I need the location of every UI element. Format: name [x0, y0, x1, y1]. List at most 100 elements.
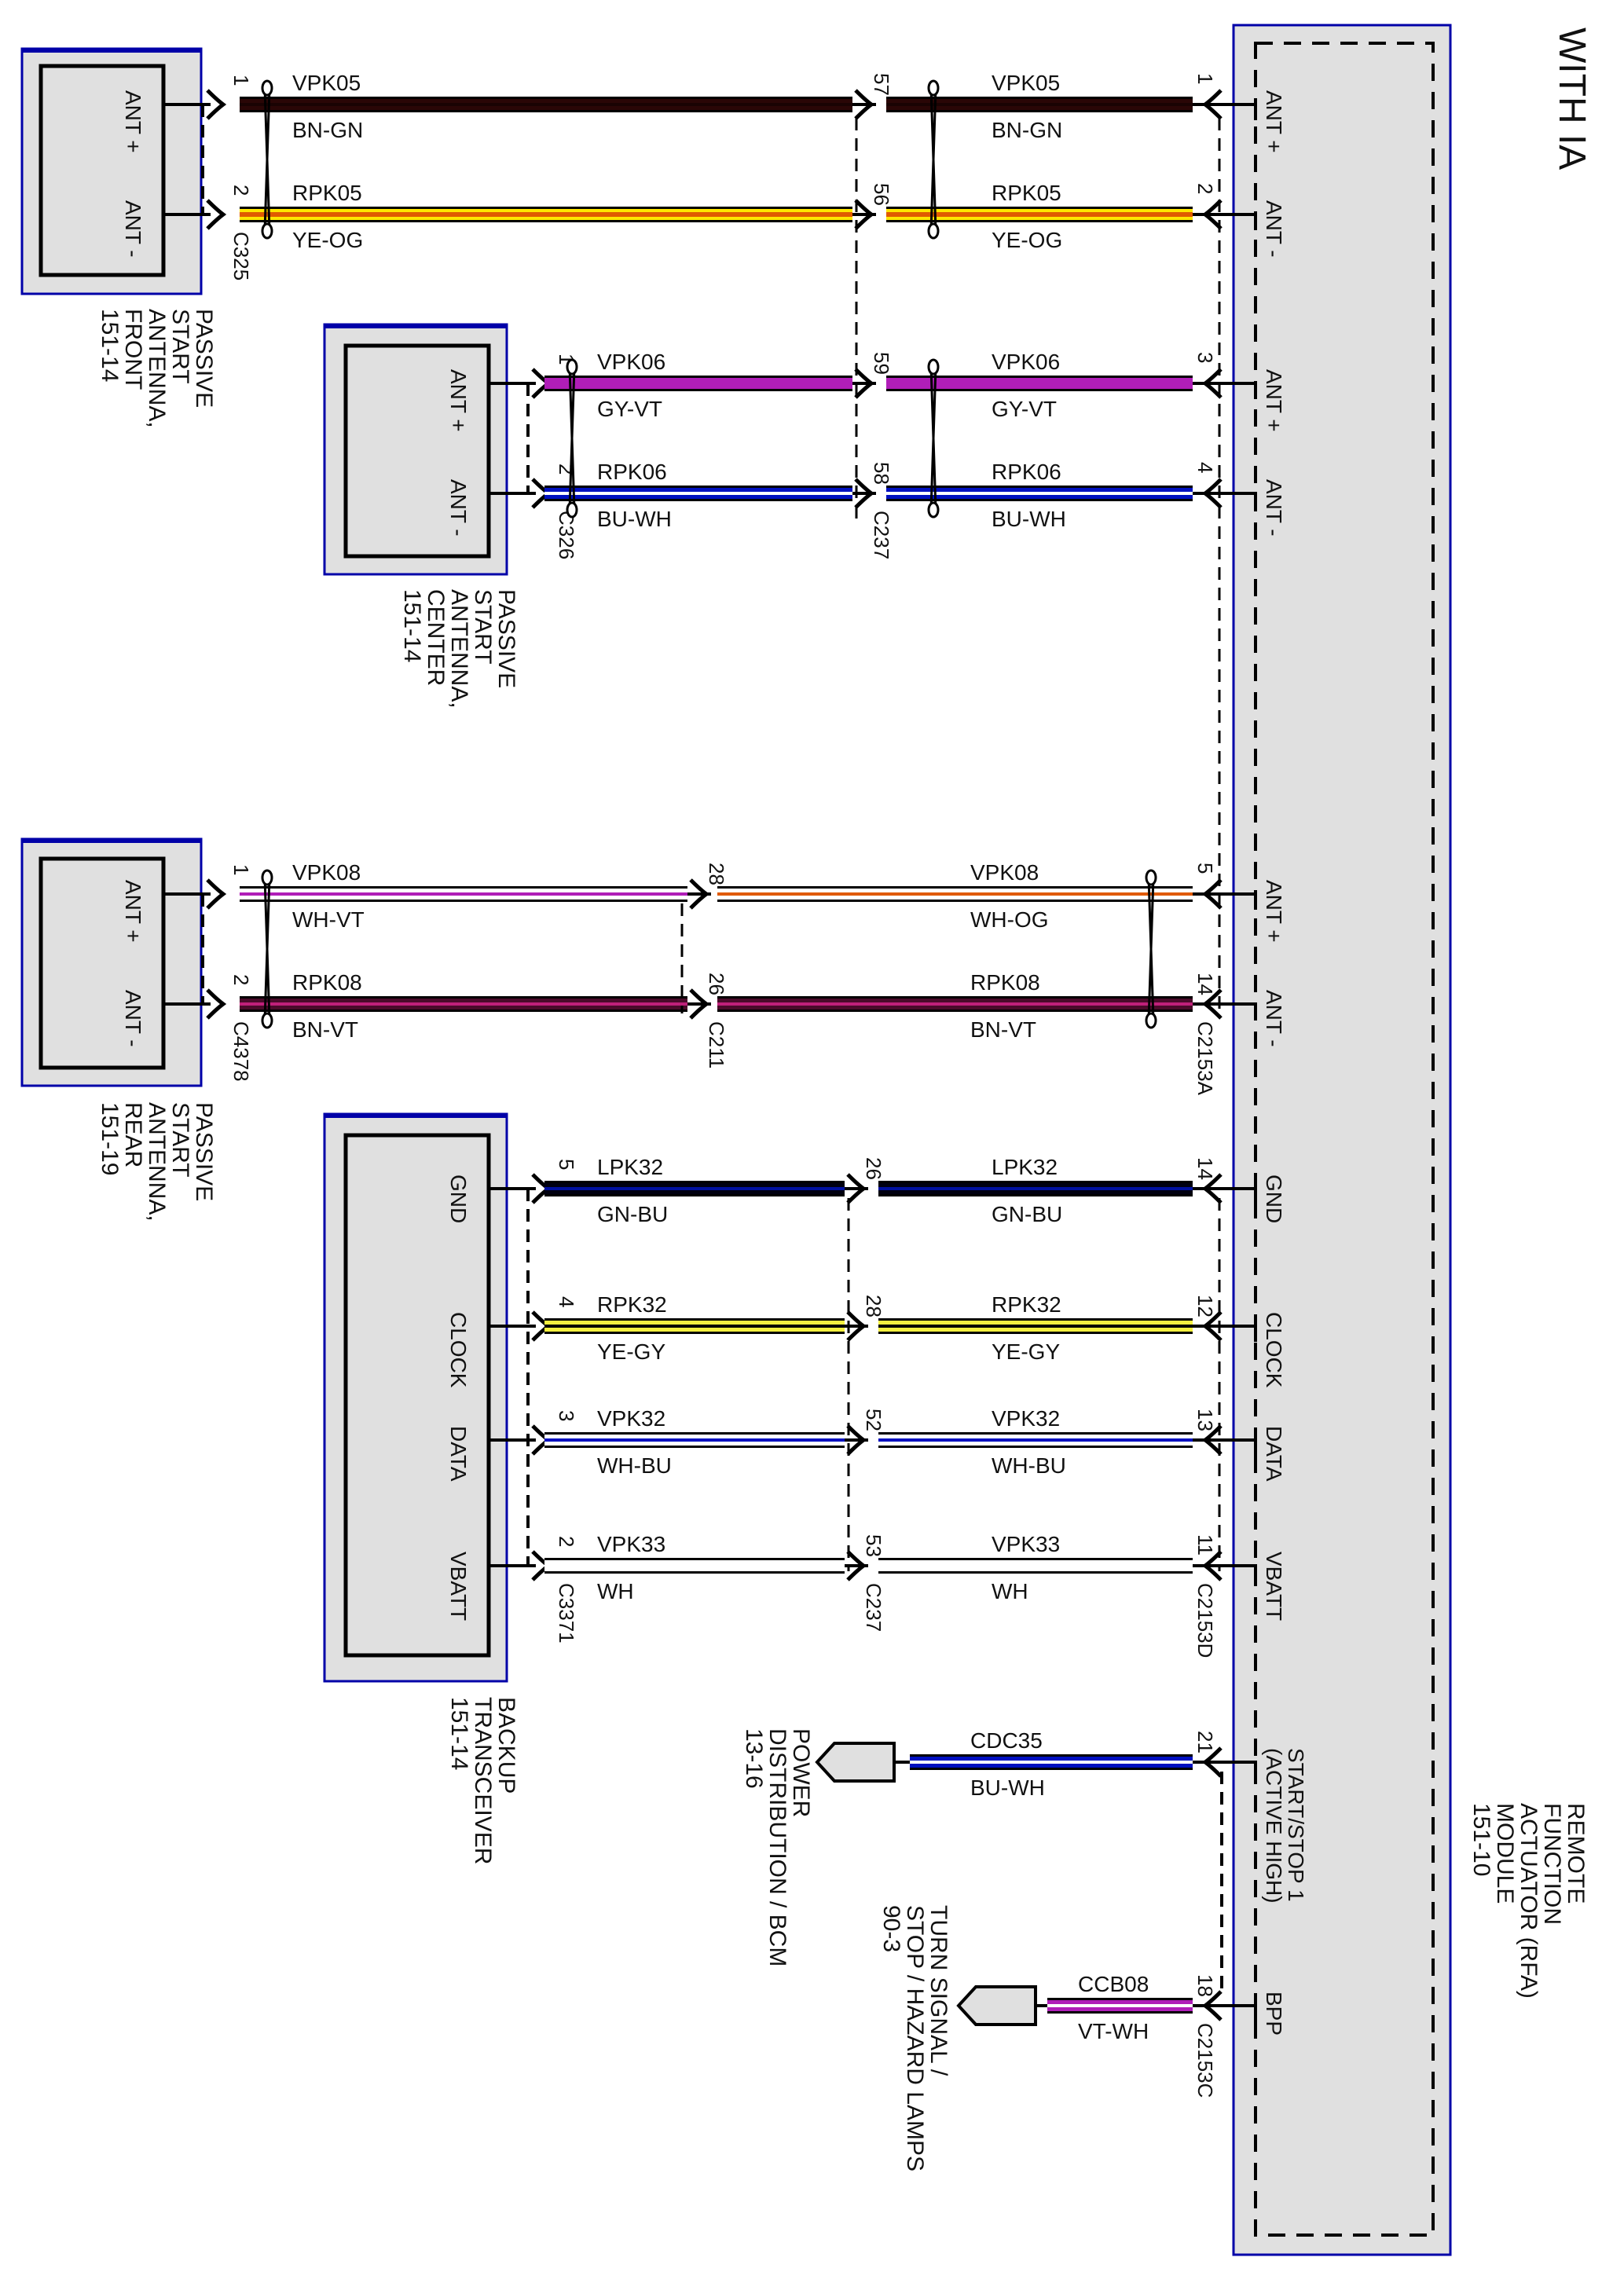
component-name-line: START [167, 309, 193, 384]
connector-arrow-icon [846, 1310, 867, 1342]
wire-color-code: BU-WH [597, 507, 672, 531]
pin-number: 2 [555, 1536, 578, 1547]
circuit-name: RPK08 [292, 970, 362, 995]
inline-pin-number: 28 [705, 863, 728, 885]
module-connector-name: C2153A [1193, 1021, 1217, 1096]
module-pin-number: 21 [1193, 1731, 1217, 1753]
connector-arrow-icon [1201, 1746, 1223, 1778]
circuit-name: CCB08 [1078, 1972, 1149, 1996]
circuit-name: RPK05 [292, 181, 362, 205]
wire-fill [544, 1560, 845, 1571]
wire-segment [878, 1181, 1193, 1196]
wire-segment [240, 97, 852, 112]
connector-arrow-icon [1201, 1990, 1223, 2021]
diagram-title: WITH IA [1551, 27, 1593, 170]
wire-stripe [544, 1187, 845, 1190]
inline-connector-name: C237 [862, 1583, 885, 1632]
page-reference-icon[interactable] [815, 1742, 896, 1783]
rfa-module-name-line: MODULE [1492, 1803, 1518, 1904]
reference-name-line: POWER [788, 1728, 814, 1817]
module-pin-number: 13 [1193, 1409, 1217, 1431]
connector-name: C4378 [229, 1021, 253, 1082]
connector-arrow-icon [1201, 1310, 1223, 1342]
twisted-pair-icon [927, 358, 940, 519]
component-backup[interactable]: BACKUPTRANSCEIVER151-14GND5CLOCK4DATA3VB… [323, 1112, 578, 1864]
wire-segment [886, 97, 1193, 112]
connector-arrow-icon [206, 89, 227, 120]
wire-segment [544, 376, 852, 391]
wire-segment [544, 1181, 845, 1196]
pin-number: 4 [555, 1296, 578, 1307]
component-top-border [22, 49, 201, 53]
wire-stripe [1047, 2004, 1193, 2007]
connector-arrow-icon [854, 368, 875, 399]
module-pin-label: DATA [1262, 1426, 1286, 1482]
wire-stripe [878, 1187, 1193, 1190]
page-reference-icon[interactable] [956, 1985, 1037, 2026]
connector-arrow-icon [689, 988, 710, 1020]
pin-number: 2 [555, 464, 578, 475]
component-pin-label: ANT + [121, 90, 145, 153]
component-pin-label: VBATT [446, 1552, 471, 1621]
component-top-border [324, 324, 507, 328]
twist-end [927, 222, 940, 240]
module-pin: ANT + [1254, 90, 1286, 153]
wire-segment [886, 376, 1193, 391]
module-pin-label: ANT + [1262, 880, 1286, 943]
module-pin: ANT - C2153A [1193, 990, 1286, 1096]
module-pin-label: START/STOP 1 [1284, 1748, 1308, 1902]
module-connector-name: C2153C [1193, 2023, 1217, 2098]
component-name-line: PASSIVE [191, 1102, 217, 1201]
circuit-name: VPK06 [992, 350, 1060, 374]
twist-end [927, 358, 940, 376]
wire-segment [544, 1558, 845, 1574]
rfa-module-body [1232, 24, 1452, 2256]
connector-arrow-icon [1201, 478, 1223, 509]
module-pin-tick [1254, 892, 1257, 910]
module-pin-label: ANT - [1262, 990, 1286, 1047]
inline-pin-number: 53 [862, 1534, 885, 1557]
component-top-border [22, 839, 201, 843]
wire-stripe [544, 492, 852, 495]
pin-number: 2 [229, 185, 253, 196]
connector-arrow-icon [689, 878, 710, 910]
connector-arrow-icon [846, 1550, 867, 1581]
module-pin-label: GND [1262, 1174, 1286, 1223]
circuit-name: VPK06 [597, 350, 665, 374]
inline-pin-number: 57 [870, 73, 893, 96]
reference-name-line: DISTRIBUTION / BCM [764, 1728, 790, 1966]
connector-arrow-icon [854, 199, 875, 230]
twisted-pair-icon [927, 79, 940, 240]
module-pin: ANT - [1254, 479, 1286, 537]
wire-color-code: YE-GY [992, 1339, 1060, 1364]
component-name-line: CENTER [423, 589, 449, 686]
wire-color-code: GN-BU [597, 1202, 668, 1226]
component-pin-label: ANT + [121, 880, 145, 943]
wire-color-code: YE-GY [597, 1339, 665, 1364]
component-pin-label: ANT - [446, 479, 471, 537]
inline-pin-number: 52 [862, 1409, 885, 1431]
twist-end [927, 501, 940, 519]
